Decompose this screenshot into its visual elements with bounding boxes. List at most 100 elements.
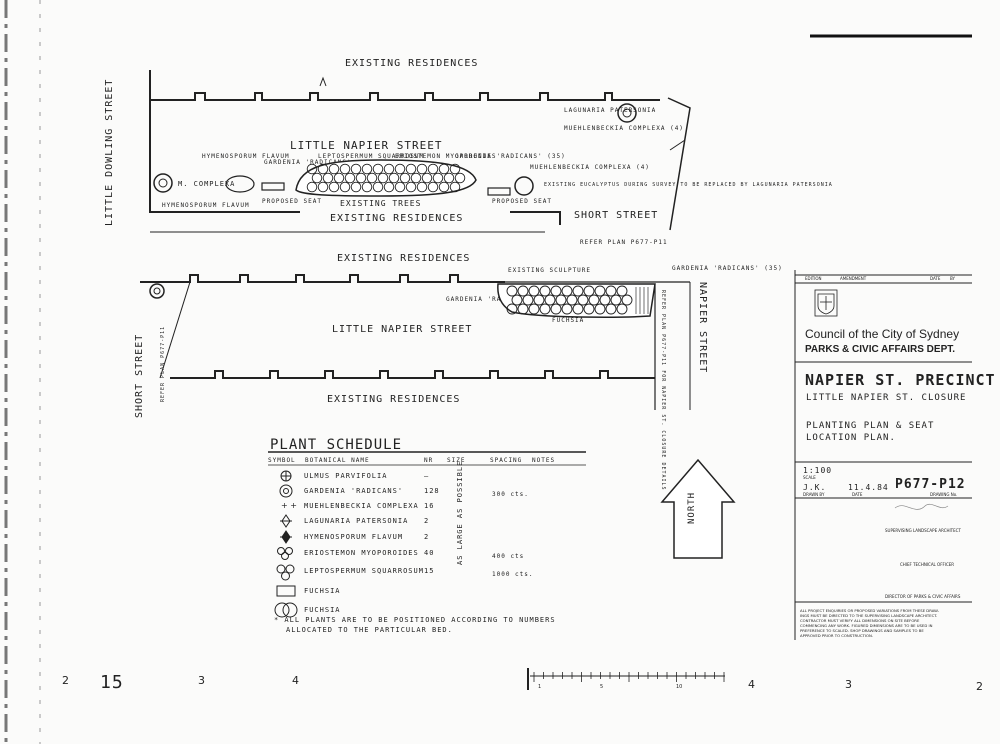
tb-notes: ALL PROJECT ENQUIRIES OR PROPOSED VARIAT… bbox=[800, 608, 940, 638]
shrub-mark bbox=[550, 285, 562, 297]
lower-top-boundary bbox=[140, 274, 505, 283]
lower-bed-shrubs bbox=[506, 285, 633, 315]
label-eriostemon: ERIOSTEMON MYOPOROIDES bbox=[395, 153, 496, 160]
upper-right-boundary bbox=[667, 97, 691, 231]
margin-mark-3: 3 bbox=[198, 674, 205, 687]
shrub-mark bbox=[416, 181, 428, 193]
shrub-mark bbox=[443, 172, 455, 184]
lower-refer-right: REFER PLAN P677-P11 FOR NAPIER ST. CLOSU… bbox=[660, 290, 666, 491]
label-muehlenbeckia-mid: MUEHLENBECKIA COMPLEXA (4) bbox=[530, 164, 650, 171]
shrub-mark bbox=[449, 181, 461, 193]
tb-sig-3: DIRECTOR OF PARKS & CIVIC AFFAIRS bbox=[885, 594, 961, 599]
shrub-mark bbox=[594, 285, 606, 297]
symbol-hymenosporum-icon bbox=[280, 530, 292, 544]
schedule-row-spacing: 400 cts bbox=[492, 553, 524, 560]
schedule-header-symbol: SYMBOL bbox=[268, 457, 296, 464]
tb-scale: 1:100 bbox=[803, 466, 832, 475]
symbol-leptospermum-icon bbox=[276, 564, 295, 581]
plant-schedule: PLANT SCHEDULE SYMBOL BOTANICAL NAME NR … bbox=[268, 437, 586, 634]
margin-marks: 2 15 3 4 4 3 2 bbox=[62, 672, 983, 693]
symbol-ulmus-icon bbox=[280, 470, 292, 482]
tree-hymenosporum-left-core bbox=[158, 178, 168, 188]
margin-mark-1: 2 bbox=[62, 674, 69, 687]
label-hymenosporum-bottom: HYMENOSPORUM FLAVUM bbox=[162, 202, 250, 209]
lower-napier-street: NAPIER STREET bbox=[697, 282, 708, 373]
schedule-header-notes: NOTES bbox=[532, 457, 555, 464]
tb-rev-edition: EDITION bbox=[805, 276, 822, 281]
shrub-mark bbox=[572, 303, 584, 315]
shrub-mark bbox=[394, 163, 406, 175]
symbol-gardenia-icon bbox=[279, 484, 293, 498]
upper-existing-top: EXISTING RESIDENCES bbox=[345, 58, 478, 69]
shrub-mark bbox=[399, 172, 411, 184]
label-gardenia-top: GARDENIA 'RADICANS' bbox=[264, 159, 352, 166]
schedule-footnote-2: ALLOCATED TO THE PARTICULAR BED. bbox=[286, 626, 453, 634]
shrub-mark bbox=[350, 163, 362, 175]
svg-text:+ +: + + bbox=[281, 501, 297, 510]
lower-existing-sculpture: EXISTING SCULPTURE bbox=[508, 267, 591, 274]
tree-lagunaria-core bbox=[622, 108, 632, 118]
lower-planting-bed bbox=[497, 283, 656, 318]
shrub-mark bbox=[317, 181, 329, 193]
schedule-header-size: SIZE bbox=[447, 457, 465, 464]
tb-rev-amendment: AMENDMENT bbox=[840, 276, 867, 281]
tb-date-label: DATE bbox=[852, 492, 863, 497]
schedule-row-nr: 2 bbox=[424, 517, 429, 525]
label-gardenia-upper-right: GARDENIA 'RADICANS' (35) bbox=[455, 153, 566, 160]
lower-left-diagonal bbox=[159, 281, 191, 379]
lower-plan: EXISTING RESIDENCES EXISTING RESIDENCES … bbox=[134, 253, 783, 491]
shrub-mark bbox=[311, 172, 323, 184]
schedule-title: PLANT SCHEDULE bbox=[270, 437, 402, 453]
shrub-mark bbox=[599, 294, 611, 306]
shrub-mark bbox=[361, 163, 373, 175]
label-lagunaria: LAGUNARIA PATERSONIA bbox=[564, 107, 656, 114]
shrub-mark bbox=[561, 303, 573, 315]
schedule-header-name: BOTANICAL NAME bbox=[305, 457, 370, 464]
tree-hymenosporum-right bbox=[514, 176, 534, 196]
tree-lagunaria bbox=[617, 103, 637, 123]
tree-hymenosporum-left bbox=[153, 173, 173, 193]
shrub-mark bbox=[616, 303, 628, 315]
schedule-row-name: FUCHSIA bbox=[304, 606, 341, 614]
schedule-row-nr: 128 bbox=[424, 487, 440, 495]
shrub-mark bbox=[317, 163, 329, 175]
lower-gardenia-right: GARDENIA 'RADICANS' (35) bbox=[672, 265, 783, 272]
label-hymenosporum-top: HYMENOSPORUM FLAVUM bbox=[202, 153, 290, 160]
lower-tree-left-core bbox=[153, 287, 161, 295]
shrub-mark bbox=[306, 181, 318, 193]
lower-existing-bottom: EXISTING RESIDENCES bbox=[327, 394, 460, 405]
shrub-mark bbox=[506, 303, 518, 315]
shrub-mark bbox=[383, 163, 395, 175]
shrub-mark bbox=[566, 294, 578, 306]
shrub-mark bbox=[405, 163, 417, 175]
shrub-mark bbox=[361, 181, 373, 193]
schedule-row-nr: 15 bbox=[424, 567, 434, 575]
label-muehlenbeckia-top: MUEHLENBECKIA COMPLEXA (4) bbox=[564, 125, 684, 132]
tb-drawn-label: DRAWN BY bbox=[803, 492, 825, 497]
shrub-mark bbox=[544, 294, 556, 306]
tb-rev-date: DATE bbox=[930, 276, 941, 281]
tb-drawn: J.K. bbox=[803, 483, 826, 492]
lower-gardenia-left: GARDENIA 'RADICANS' (4) bbox=[446, 296, 552, 303]
symbol-eriostemon-icon bbox=[277, 547, 293, 560]
shrub-mark bbox=[421, 172, 433, 184]
scale-bar: 1 5 10 bbox=[527, 668, 725, 690]
tb-note-line: APPROVED PRIOR TO CONSTRUCTION. bbox=[800, 633, 873, 638]
shrub-mark bbox=[605, 285, 617, 297]
upper-top-boundary bbox=[149, 70, 660, 101]
schedule-header-spacing: SPACING bbox=[490, 457, 522, 464]
shrub-mark bbox=[522, 294, 534, 306]
shrub-mark bbox=[583, 303, 595, 315]
tb-drawing-no-label: DRAWING No. bbox=[930, 492, 957, 497]
upper-bed-shrubs bbox=[306, 163, 466, 193]
schedule-row-spacing: 1000 cts. bbox=[492, 571, 534, 578]
lower-tree-left bbox=[149, 283, 165, 299]
shrub-mark bbox=[372, 181, 384, 193]
tb-project: NAPIER ST. PRECINCT bbox=[805, 371, 996, 389]
shrub-mark bbox=[539, 303, 551, 315]
schedule-symbols: + + bbox=[274, 470, 298, 618]
shrub-mark bbox=[528, 303, 540, 315]
